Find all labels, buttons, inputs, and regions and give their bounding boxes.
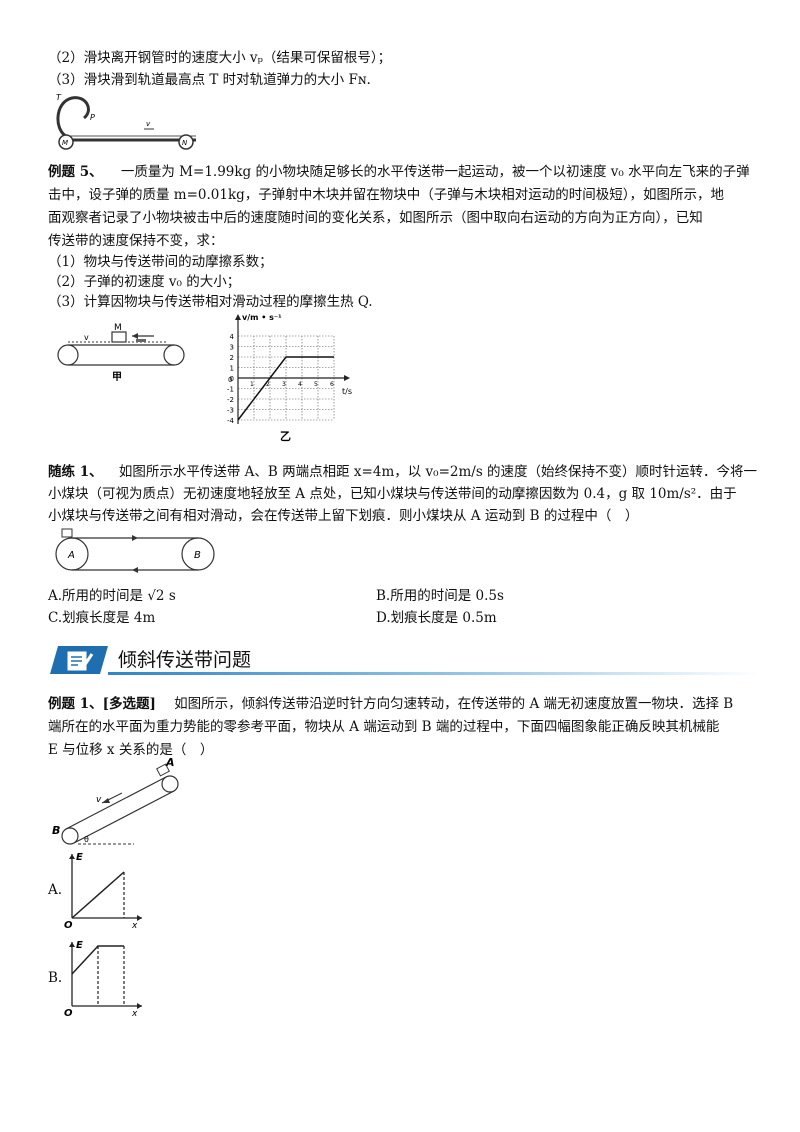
y-tick-label: 3	[230, 344, 234, 352]
graph-option-a-label[interactable]: A.	[48, 882, 63, 898]
example5-q2: （2）子弹的初速度 v₀ 的大小；	[48, 274, 241, 290]
jia-label-v: v	[84, 333, 89, 342]
example5-line4: 传送带的速度保持不变，求：	[48, 233, 224, 249]
conveyor-figure-ab: A B	[55, 528, 215, 573]
graph-b-x: x	[131, 1009, 138, 1018]
x-tick-label: 2	[266, 381, 270, 388]
example5-label: 例题 5、	[48, 164, 103, 180]
note-edit-icon	[67, 651, 94, 671]
label-M: M	[62, 139, 68, 147]
graph-option-b-label[interactable]: B.	[48, 970, 63, 986]
practice1-line1: 如图所示水平传送带 A、B 两端点相距 x=4m，以 v₀=2m/s 的速度（始…	[118, 464, 758, 480]
origin-label: 0	[228, 376, 232, 384]
label-N: N	[182, 139, 188, 147]
y-tick-label: -4	[227, 417, 235, 425]
label-B: B	[194, 550, 201, 561]
example5-q1: （1）物块与传送带间的动摩擦系数；	[48, 254, 273, 270]
example5-line3: 面观察者记录了小物块被击中后的速度随时间的变化关系，如图所示（图中取向右运动的方…	[48, 210, 703, 226]
y-tick-label: 0	[230, 375, 234, 383]
energy-graph-b: E O x	[64, 940, 142, 1018]
practice1-line2: 小煤块（可视为质点）无初速度地轻放至 A 点处，已知小煤块与传送带间的动摩擦因数…	[48, 486, 737, 502]
y-axis-arrow	[235, 314, 241, 320]
option-d[interactable]: D.划痕长度是 0.5m	[376, 610, 497, 626]
section-title: 倾斜传送带问题	[118, 649, 252, 671]
option-b[interactable]: B.所用的时间是 0.5s	[376, 588, 504, 604]
incline-label-A: A	[165, 758, 175, 769]
x-tick-label: 3	[282, 381, 286, 388]
energy-graph-a: E O x	[64, 852, 142, 930]
example1-line3: E 与位移 x 关系的是（ ）	[48, 742, 214, 758]
yi-caption: 乙	[280, 430, 291, 443]
example5-line1: 一质量为 M=1.99kg 的小物块随足够长的水平传送带一起运动，被一个以初速度…	[120, 164, 750, 180]
section-banner	[50, 646, 760, 675]
y-axis-label: v/m • s⁻¹	[242, 313, 282, 322]
x-tick-label: 6	[330, 381, 334, 388]
inclined-conveyor-figure: A B v θ	[52, 758, 179, 845]
label-T: T	[56, 93, 62, 102]
example5-q3: （3）计算因物块与传送带相对滑动过程的摩擦生热 Q.	[48, 294, 373, 310]
example1-line1: 如图所示，倾斜传送带沿逆时针方向匀速转动，在传送带的 A 端无初速度放置一物块．…	[174, 696, 734, 712]
x-axis-arrow	[344, 375, 350, 381]
graph-a-E: E	[76, 852, 83, 863]
vt-series-line	[237, 356, 334, 421]
practice1-label: 随练 1、	[48, 464, 103, 480]
example1-label: 例题 1、[多选题]	[48, 696, 156, 712]
y-tick-label: 1	[230, 365, 234, 373]
jia-label-M: M	[114, 323, 122, 333]
x-tick-label: 5	[314, 381, 318, 388]
practice1-line3: 小煤块与传送带之间有相对滑动，会在传送带上留下划痕．则小煤块从 A 运动到 B …	[48, 508, 639, 524]
label-A: A	[67, 550, 75, 561]
option-c[interactable]: C.划痕长度是 4m	[48, 610, 156, 626]
graph-b-E: E	[76, 940, 83, 951]
y-tick-label: 2	[230, 354, 234, 362]
conveyor-figure-jia: v M 甲	[57, 323, 185, 383]
option-a[interactable]: A.所用的时间是 √2 s	[48, 588, 176, 604]
y-tick-label: -3	[227, 407, 234, 415]
y-tick-label: -2	[227, 396, 234, 404]
x-tick-label: 4	[298, 381, 302, 388]
q2-text: （2）滑块离开钢管时的速度大小 vₚ（结果可保留根号）；	[48, 50, 392, 66]
label-P: P	[90, 113, 95, 122]
label-v: v	[146, 120, 151, 128]
graph-a-O: O	[64, 920, 73, 930]
example5-line2: 击中，设子弹的质量 m=0.01kg，子弹射中木块并留在物块中（子弹与木块相对运…	[48, 187, 725, 203]
graph-b-O: O	[64, 1008, 73, 1018]
q3-text: （3）滑块滑到轨道最高点 T 时对轨道弹力的大小 Fɴ.	[48, 72, 371, 88]
example1-line2: 端所在的水平面为重力势能的零参考平面，物块从 A 端运动到 B 端的过程中，下面…	[48, 719, 720, 735]
jia-caption: 甲	[112, 371, 122, 383]
graph-a-x: x	[131, 921, 138, 930]
incline-label-B: B	[52, 824, 60, 837]
incline-label-theta: θ	[84, 835, 89, 844]
y-tick-label: -1	[227, 386, 234, 394]
loop-track-figure: T P M N v	[56, 93, 196, 150]
x-tick-label: 1	[250, 381, 254, 388]
y-tick-label: 4	[230, 333, 235, 341]
incline-label-v: v	[96, 795, 102, 805]
x-axis-label: t/s	[342, 387, 352, 396]
